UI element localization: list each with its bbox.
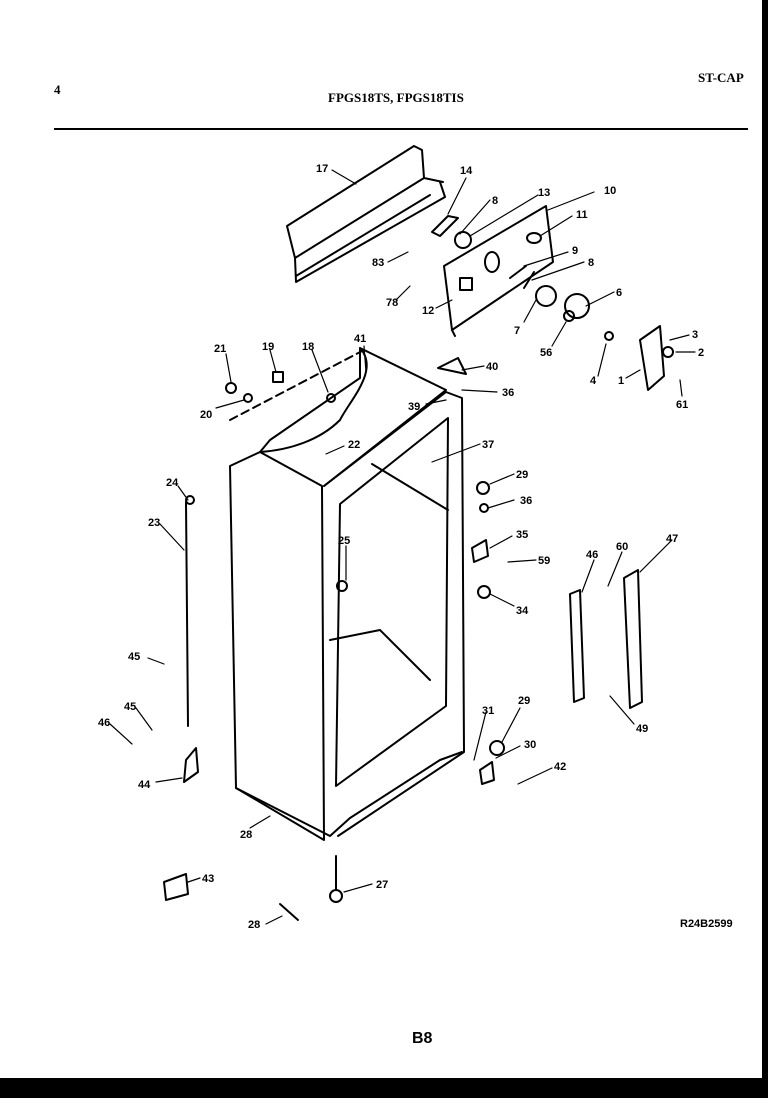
hinge-rod-part	[183, 495, 199, 783]
svg-text:34: 34	[516, 605, 529, 617]
svg-text:4: 4	[590, 375, 597, 387]
svg-text:19: 19	[262, 341, 274, 353]
top-cover-part	[286, 145, 446, 283]
svg-text:30: 30	[524, 739, 536, 751]
diagram-reference: R24B2599	[680, 918, 733, 930]
svg-text:23: 23	[148, 517, 160, 529]
svg-text:78: 78	[386, 297, 398, 309]
svg-text:40: 40	[486, 361, 498, 373]
svg-text:17: 17	[316, 163, 328, 175]
svg-text:39: 39	[408, 401, 420, 413]
svg-text:8: 8	[588, 257, 594, 269]
svg-text:24: 24	[166, 477, 179, 489]
svg-text:42: 42	[554, 761, 566, 773]
shelf-support-part	[569, 569, 643, 709]
thermostat-part	[431, 215, 590, 322]
control-housing-part	[443, 205, 557, 337]
svg-text:46: 46	[98, 717, 110, 729]
fastener-parts	[163, 357, 505, 921]
header-rule	[54, 128, 748, 130]
svg-text:25: 25	[338, 535, 350, 547]
svg-text:14: 14	[460, 165, 473, 177]
page-number: 4	[54, 82, 61, 97]
svg-text:41: 41	[354, 333, 366, 345]
svg-text:61: 61	[676, 399, 688, 411]
svg-text:44: 44	[138, 779, 151, 791]
svg-text:7: 7	[514, 325, 520, 337]
svg-text:29: 29	[518, 695, 530, 707]
svg-text:37: 37	[482, 439, 494, 451]
page-id: B8	[412, 1030, 433, 1047]
svg-text:20: 20	[200, 409, 212, 421]
svg-text:9: 9	[572, 245, 578, 257]
svg-text:1: 1	[618, 375, 624, 387]
svg-text:47: 47	[666, 533, 678, 545]
svg-text:27: 27	[376, 879, 388, 891]
svg-text:22: 22	[348, 439, 360, 451]
svg-text:43: 43	[202, 873, 214, 885]
svg-text:35: 35	[516, 529, 528, 541]
svg-text:36: 36	[520, 495, 532, 507]
cabinet-part	[229, 347, 465, 841]
svg-text:60: 60	[616, 541, 628, 553]
svg-text:18: 18	[302, 341, 314, 353]
svg-text:31: 31	[482, 705, 494, 717]
svg-text:8: 8	[492, 195, 498, 207]
svg-text:6: 6	[616, 287, 622, 299]
svg-text:21: 21	[214, 343, 226, 355]
svg-text:13: 13	[538, 187, 550, 199]
svg-text:28: 28	[240, 829, 252, 841]
svg-text:46: 46	[586, 549, 598, 561]
svg-text:29: 29	[516, 469, 528, 481]
svg-text:56: 56	[540, 347, 552, 359]
svg-text:3: 3	[692, 329, 698, 341]
svg-text:59: 59	[538, 555, 550, 567]
model-numbers: FPGS18TS, FPGS18TIS	[328, 90, 464, 105]
svg-text:36: 36	[502, 387, 514, 399]
svg-text:28: 28	[248, 919, 260, 931]
parts-sheet: 4 FPGS18TS, FPGS18TIS ST-CAP	[0, 0, 762, 1078]
svg-text:2: 2	[698, 347, 704, 359]
svg-text:45: 45	[124, 701, 136, 713]
svg-text:12: 12	[422, 305, 434, 317]
section-code: ST-CAP	[698, 70, 744, 85]
svg-text:83: 83	[372, 257, 384, 269]
hinge-bracket-part	[604, 325, 674, 391]
svg-text:49: 49	[636, 723, 648, 735]
leader-lines	[109, 169, 696, 925]
svg-text:10: 10	[604, 185, 616, 197]
svg-text:45: 45	[128, 651, 140, 663]
svg-text:11: 11	[576, 209, 588, 221]
